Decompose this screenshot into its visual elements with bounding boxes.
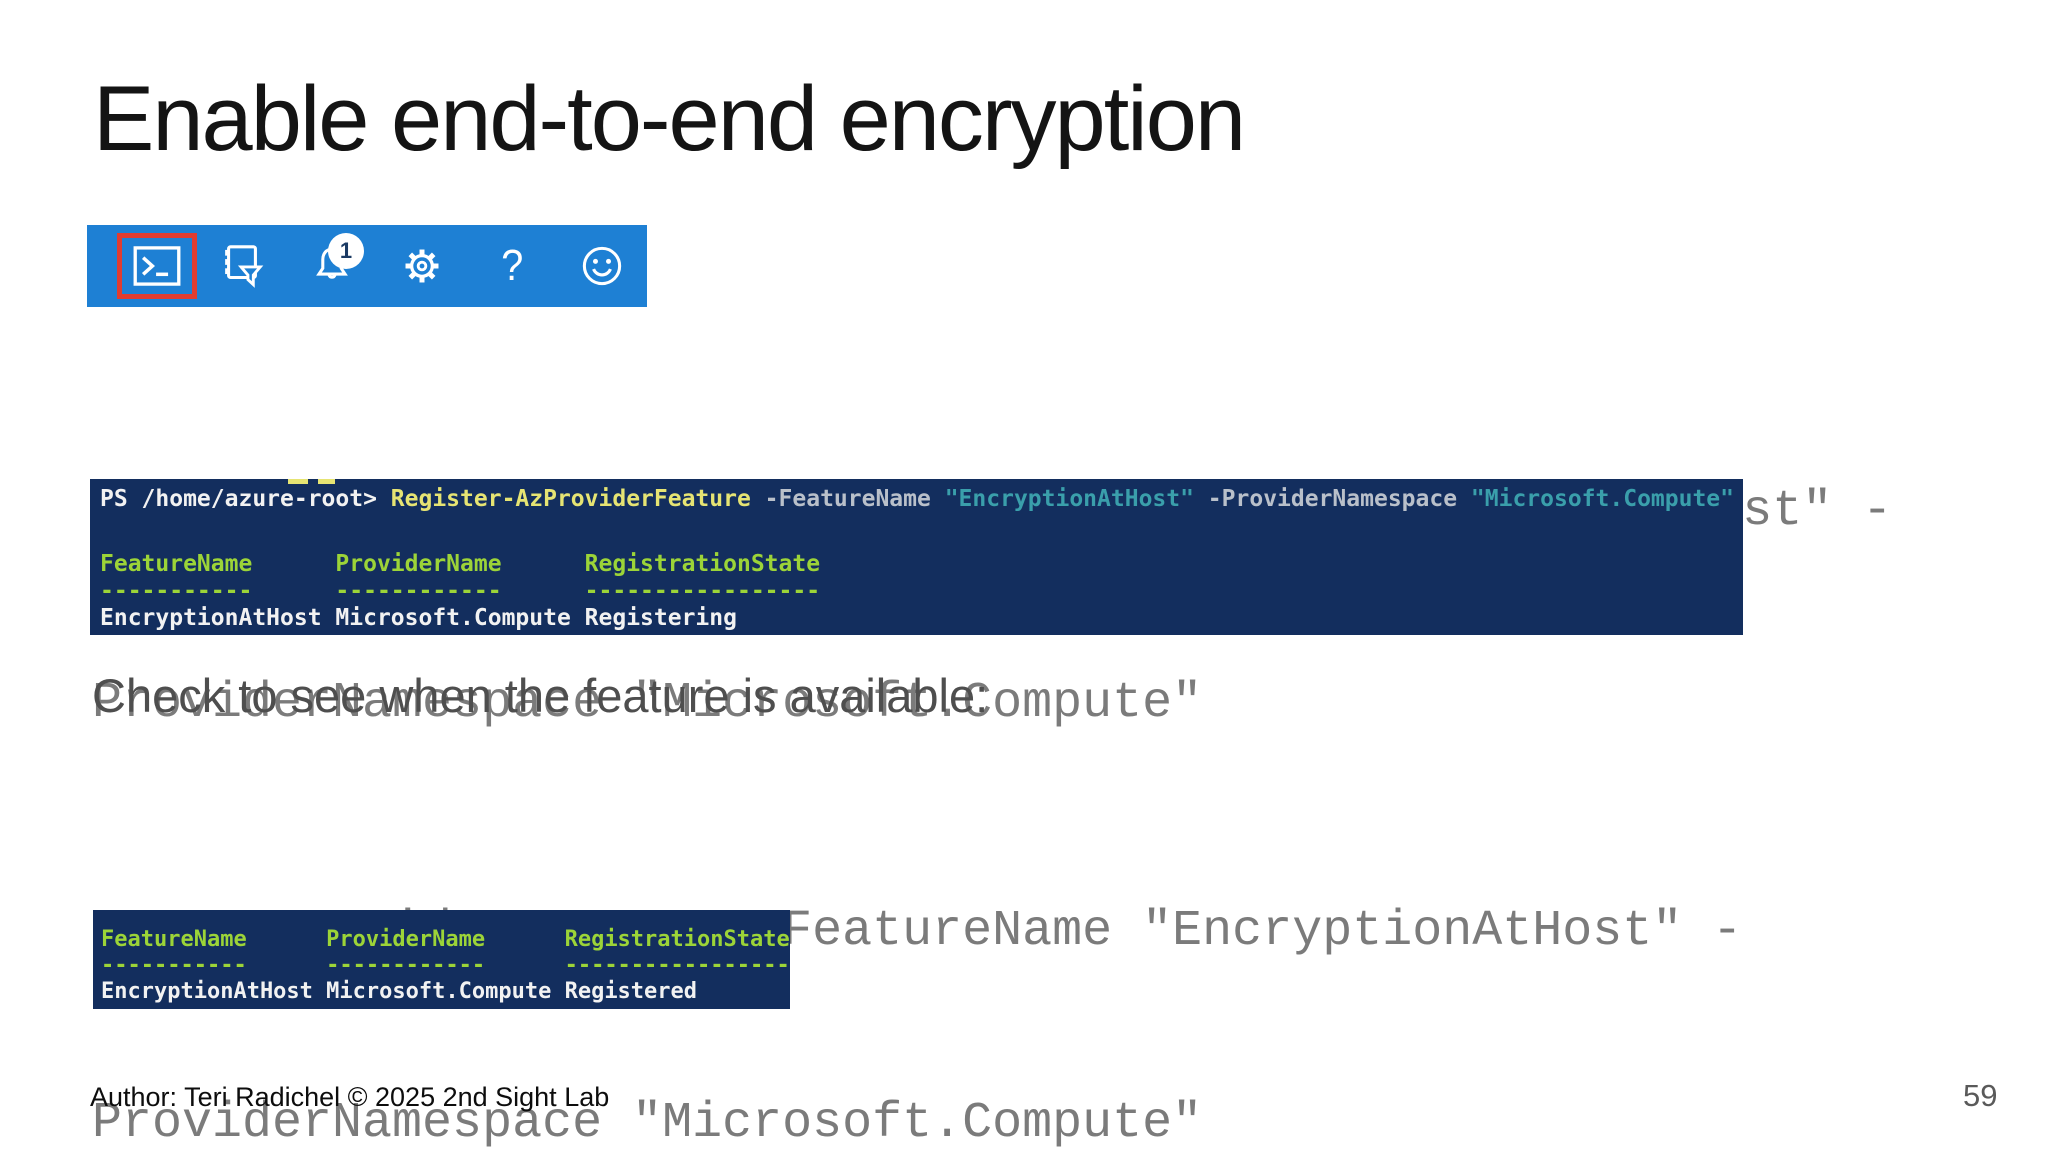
register-command-line2: ProviderNamespace "Microsoft.Compute" [92, 675, 1203, 732]
terminal-table-dashes: ----------- ------------ ---------------… [101, 953, 790, 978]
terminal-table-dashes: ----------- ------------ ---------------… [100, 578, 821, 604]
terminal-table-header: FeatureName ProviderName RegistrationSta… [100, 551, 821, 577]
terminal-prompt-line: PS /home/azure-root> Register-AzProvider… [100, 486, 1735, 512]
page-number: 59 [1963, 1078, 1998, 1113]
page-title: Enable end-to-end encryption [93, 68, 1246, 170]
notification-badge: 1 [328, 233, 364, 269]
clipped-previous-line-artifact [318, 479, 335, 484]
author-footer: Author: Teri Radichel © 2025 2nd Sight L… [90, 1082, 610, 1112]
terminal-table-row: EncryptionAtHost Microsoft.Compute Regis… [101, 979, 698, 1004]
terminal-table-row: EncryptionAtHost Microsoft.Compute Regis… [100, 605, 737, 631]
cloud-shell-terminal-register: PS /home/azure-root> Register-AzProvider… [90, 479, 1743, 635]
feedback-smiley-icon[interactable] [557, 225, 647, 307]
get-command-line2: ProviderNamespace "Microsoft.Compute" [92, 1095, 1203, 1152]
azure-portal-toolbar: 1 ? [87, 225, 647, 307]
cloud-shell-terminal-get: FeatureName ProviderName RegistrationSta… [93, 910, 790, 1009]
notifications-bell-icon[interactable]: 1 [287, 225, 377, 307]
terminal-table-header: FeatureName ProviderName RegistrationSta… [101, 927, 790, 952]
red-highlight-box [117, 233, 197, 299]
cloud-shell-icon[interactable] [133, 245, 181, 287]
clipped-previous-line-artifact [288, 479, 308, 484]
check-feature-caption: Check to see when the feature is availab… [92, 669, 989, 722]
directory-filter-icon[interactable] [197, 225, 287, 307]
help-icon[interactable]: ? [500, 241, 524, 290]
settings-gear-icon[interactable] [377, 225, 467, 307]
